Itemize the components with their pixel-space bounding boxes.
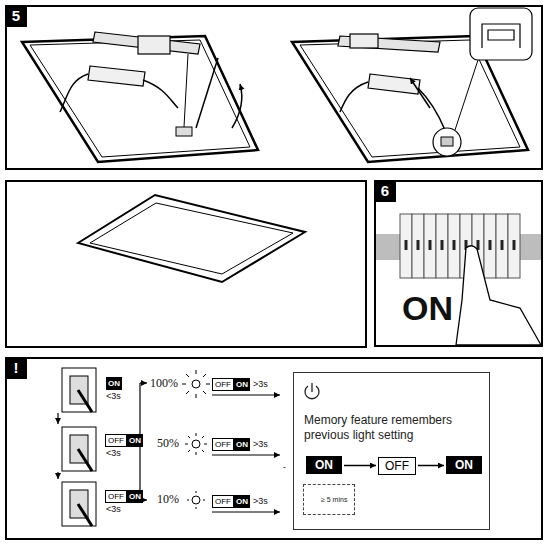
bracket-arrow bbox=[140, 382, 147, 383]
driver-top bbox=[138, 36, 170, 54]
brightness-level: 100% bbox=[150, 377, 178, 390]
lift-arrow bbox=[232, 84, 242, 128]
finger bbox=[78, 449, 92, 471]
bulb-rays bbox=[182, 370, 210, 398]
cable bbox=[60, 74, 178, 112]
brightness-level: 50% bbox=[157, 437, 179, 450]
switch-tag: OFF bbox=[212, 378, 234, 391]
step-panel: 5 bbox=[5, 5, 543, 170]
switch-tag: ON bbox=[127, 434, 143, 447]
switch-tag: OFF bbox=[212, 495, 234, 508]
timing-label: <3s bbox=[106, 448, 121, 459]
state-label: OFF bbox=[385, 459, 409, 473]
switch-tag: ON bbox=[234, 438, 250, 451]
power-on-label: ON bbox=[402, 288, 453, 328]
panel-install-left bbox=[22, 32, 258, 162]
brightness-level: 10% bbox=[157, 493, 179, 506]
panel-frame-box bbox=[6, 181, 366, 347]
switch-plate bbox=[62, 368, 96, 412]
off-state: OFF bbox=[378, 457, 416, 475]
detail-leader bbox=[455, 60, 478, 130]
down-arrow bbox=[57, 413, 58, 424]
switch-tag: ON bbox=[106, 377, 122, 390]
panel-outer bbox=[78, 195, 305, 282]
duration-label: ≥ 5 mins bbox=[321, 495, 347, 504]
timing-label: >3s bbox=[253, 439, 268, 450]
step-number: 5 bbox=[5, 5, 27, 27]
driver-top bbox=[350, 34, 378, 48]
switch-plate bbox=[62, 427, 96, 471]
connector bbox=[176, 127, 192, 136]
timing-label: <3s bbox=[106, 504, 121, 515]
state-label: ON bbox=[455, 458, 473, 472]
duration-box: ≥ 5 mins bbox=[303, 484, 355, 515]
finger bbox=[78, 504, 92, 526]
switch-tag: OFF bbox=[212, 438, 234, 451]
switch-tag: OFF bbox=[105, 490, 127, 503]
detail-circle bbox=[433, 128, 461, 156]
breaker-toggles bbox=[406, 240, 514, 250]
safety-wire bbox=[184, 54, 188, 127]
switch-plate bbox=[62, 482, 96, 526]
wall-switches bbox=[62, 368, 96, 526]
power-icon bbox=[305, 383, 319, 399]
step-panel: 6ON bbox=[374, 180, 543, 347]
timing-label: - bbox=[283, 462, 286, 473]
mounting-bar bbox=[93, 32, 200, 54]
bulb-rays bbox=[187, 491, 205, 509]
panel-inner-frame bbox=[30, 40, 250, 157]
push-arrow bbox=[410, 78, 430, 108]
on-state: ON bbox=[446, 456, 482, 474]
bulb bbox=[192, 380, 200, 388]
hand bbox=[456, 246, 541, 345]
hold-arrow bbox=[212, 454, 280, 455]
switch-tag: ON bbox=[127, 490, 143, 503]
switch-tag: OFF bbox=[105, 434, 127, 447]
detail-inset bbox=[470, 8, 532, 60]
bulb-rays bbox=[185, 433, 207, 455]
flow-arrow bbox=[418, 465, 444, 467]
bulb bbox=[192, 496, 200, 504]
down-arrow bbox=[57, 472, 58, 479]
switch-tag: ON bbox=[234, 378, 250, 391]
clip-detail bbox=[482, 24, 520, 48]
hold-arrow bbox=[212, 394, 280, 395]
step-number: 6 bbox=[374, 180, 396, 202]
note-panel: ! Memory feature remembers previous light… bbox=[5, 357, 543, 540]
bulb bbox=[192, 440, 200, 448]
breaker-illustration bbox=[376, 214, 542, 345]
timing-label: >3s bbox=[253, 379, 268, 390]
note-mark: ! bbox=[5, 357, 27, 379]
panel-install-right bbox=[292, 8, 532, 162]
panel-frame bbox=[22, 36, 258, 162]
switch-tag: ON bbox=[234, 495, 250, 508]
panel-inner bbox=[90, 203, 293, 274]
memory-box: Memory feature remembers previous light … bbox=[293, 372, 490, 530]
flow-arrow bbox=[344, 465, 376, 467]
driver bbox=[368, 74, 420, 94]
driver bbox=[88, 66, 145, 86]
bulb-icons bbox=[182, 370, 210, 509]
flat-panel bbox=[78, 195, 305, 282]
on-state: ON bbox=[306, 456, 342, 474]
timing-label: <3s bbox=[106, 391, 121, 402]
clip bbox=[441, 137, 453, 146]
support-rod bbox=[196, 58, 218, 128]
hold-arrow bbox=[212, 511, 280, 512]
state-label: ON bbox=[315, 458, 333, 472]
timing-label: >3s bbox=[253, 496, 268, 507]
memory-text: Memory feature remembers previous light … bbox=[304, 413, 482, 443]
finger bbox=[78, 390, 92, 412]
flow-arrows bbox=[58, 383, 280, 512]
power-bar bbox=[311, 383, 312, 392]
breakers bbox=[400, 214, 520, 278]
